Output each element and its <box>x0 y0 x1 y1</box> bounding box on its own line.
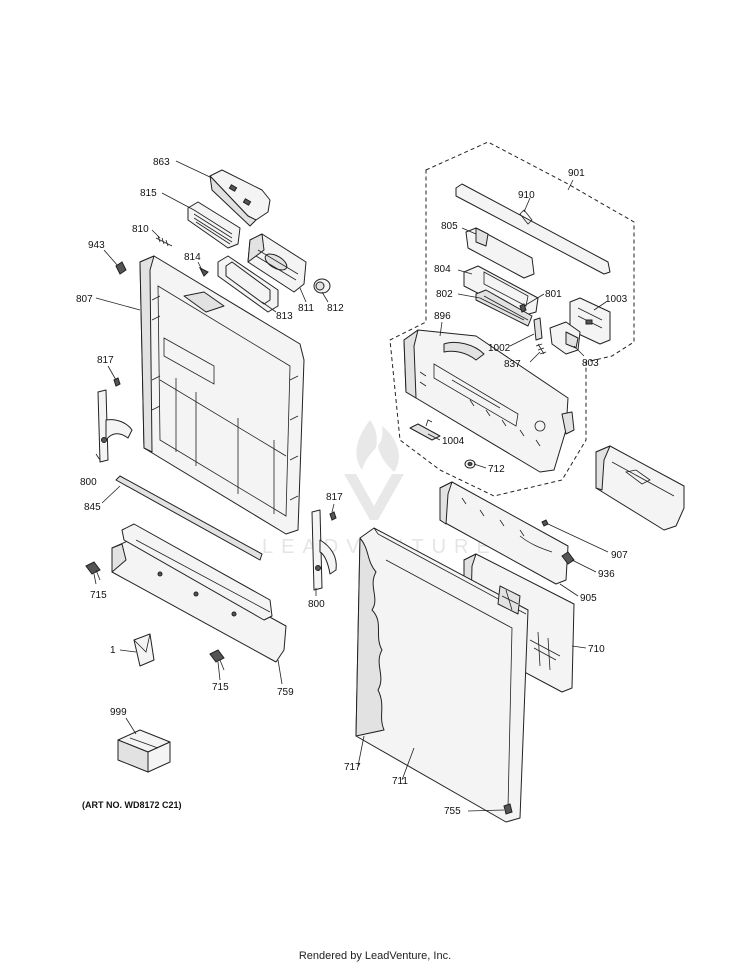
part-813-gasket <box>217 255 279 313</box>
label-810: 810 <box>132 224 149 235</box>
part-715-screw-left <box>85 561 101 581</box>
part-817-screw-left <box>113 377 121 387</box>
label-1002: 1002 <box>488 343 511 354</box>
label-807: 807 <box>76 294 93 305</box>
part-800-hinge-left <box>97 389 133 463</box>
label-943: 943 <box>88 240 105 251</box>
label-936: 936 <box>598 569 615 580</box>
part-907-pin <box>541 519 549 527</box>
part-901-control-assembly-outline <box>389 141 635 497</box>
part-807-inner-door-liner <box>139 255 305 535</box>
leader-lines <box>93 160 609 812</box>
label-817-left: 817 <box>97 355 114 366</box>
label-803: 803 <box>582 358 599 369</box>
label-812: 812 <box>327 303 344 314</box>
part-943-screw <box>115 261 127 275</box>
part-845-seal-strip <box>115 475 263 561</box>
part-811-dispenser <box>247 233 307 293</box>
label-999: 999 <box>110 707 127 718</box>
label-805: 805 <box>441 221 458 232</box>
part-755-screw <box>503 803 513 815</box>
part-711-outer-door-panel <box>355 527 529 823</box>
label-817-right: 817 <box>326 492 343 503</box>
part-712-grommet <box>464 459 476 469</box>
part-side-vent <box>595 445 685 531</box>
label-813: 813 <box>276 311 293 322</box>
label-710: 710 <box>588 644 605 655</box>
label-837: 837 <box>504 359 521 370</box>
part-999-box <box>117 729 171 773</box>
label-845: 845 <box>84 502 101 513</box>
v-logo-icon <box>344 474 404 520</box>
label-715-center: 715 <box>212 682 229 693</box>
label-811: 811 <box>298 303 314 314</box>
label-815: 815 <box>140 188 157 199</box>
label-905: 905 <box>580 593 597 604</box>
label-896: 896 <box>434 311 451 322</box>
label-1004: 1004 <box>442 436 465 447</box>
part-815-vent-grille <box>187 201 241 249</box>
part-800-hinge-right <box>311 509 337 591</box>
part-936-screw <box>561 551 575 565</box>
part-802-keypad <box>475 289 533 327</box>
part-1004-bracket <box>409 419 441 441</box>
part-817-screw-right <box>329 511 337 521</box>
part-1-literature <box>133 633 155 667</box>
part-910-bracket <box>455 183 611 275</box>
label-1003: 1003 <box>605 294 628 305</box>
part-812-knob <box>313 278 331 294</box>
part-805-bracket <box>465 227 535 279</box>
label-715-left: 715 <box>90 590 107 601</box>
part-1002-spring <box>533 317 543 341</box>
label-800-left: 800 <box>80 477 97 488</box>
label-801: 801 <box>545 289 562 300</box>
part-715-screw-center <box>209 649 225 671</box>
flame-logo-icon <box>356 420 399 472</box>
label-802: 802 <box>436 289 453 300</box>
part-labels: 863 815 810 943 814 807 811 812 813 817 … <box>76 157 628 817</box>
part-896-control-panel <box>403 329 575 473</box>
label-717: 717 <box>344 762 361 773</box>
label-759: 759 <box>277 687 294 698</box>
part-control-harness <box>439 481 569 585</box>
label-755: 755 <box>444 806 461 817</box>
label-910: 910 <box>518 190 535 201</box>
part-837-spring <box>535 343 547 355</box>
part-863-cover <box>209 169 271 227</box>
part-803-switch <box>549 321 581 355</box>
art-number: (ART NO. WD8172 C21) <box>82 800 182 810</box>
label-712: 712 <box>488 464 505 475</box>
footer-credit: Rendered by LeadVenture, Inc. <box>298 950 452 962</box>
label-711: 711 <box>392 776 408 787</box>
label-901: 901 <box>568 168 585 179</box>
part-759-door-trim <box>111 523 287 663</box>
label-800-right: 800 <box>308 599 325 610</box>
label-907: 907 <box>611 550 628 561</box>
part-804-frame <box>463 265 539 317</box>
label-1: 1 <box>110 645 116 656</box>
label-863: 863 <box>153 157 170 168</box>
label-804: 804 <box>434 264 451 275</box>
part-810-spring <box>155 235 173 247</box>
label-814: 814 <box>184 252 201 263</box>
